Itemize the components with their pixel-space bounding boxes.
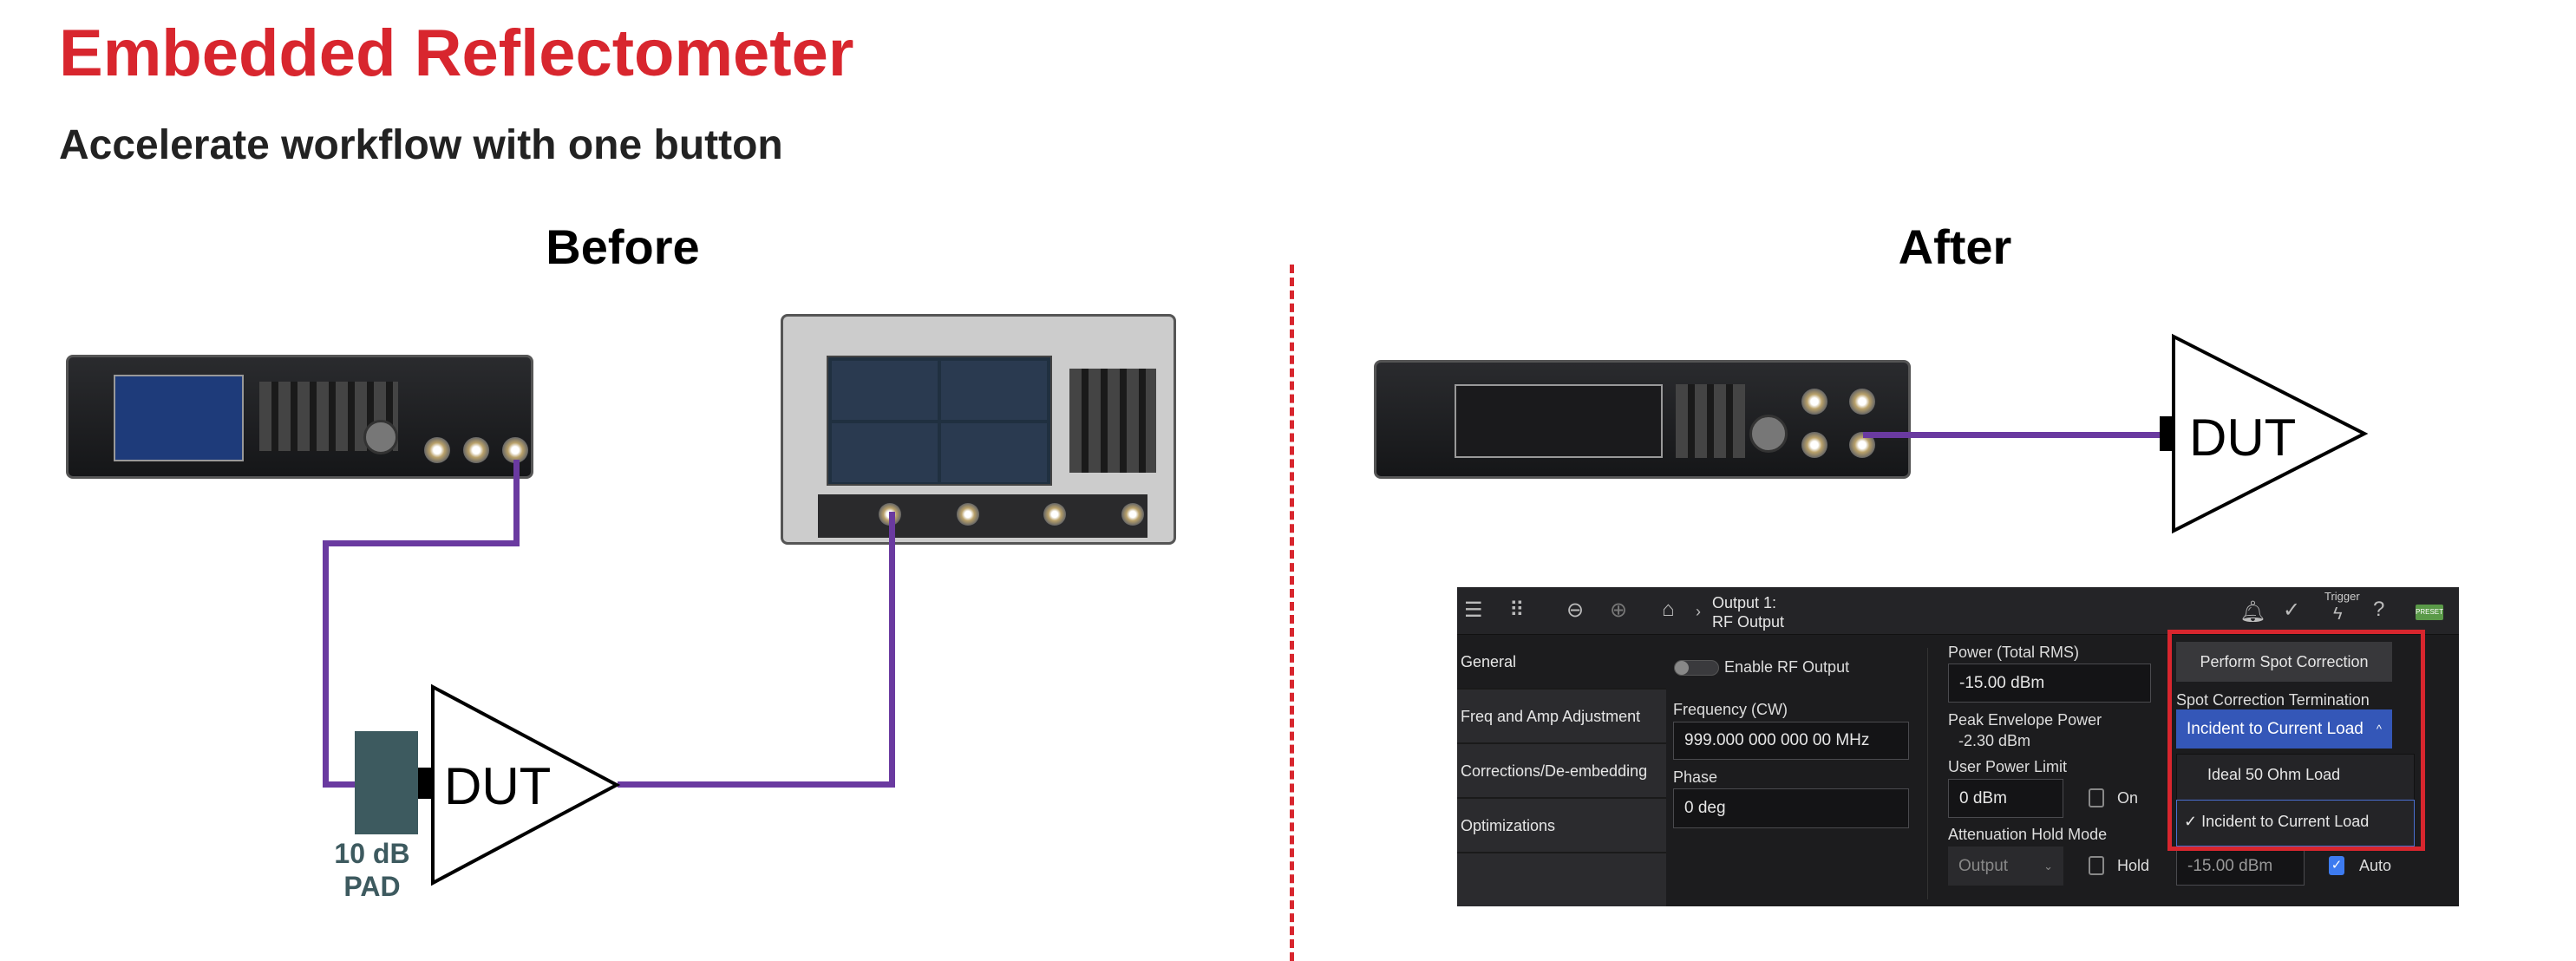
perform-spot-correction-button[interactable]: Perform Spot Correction bbox=[2176, 642, 2392, 682]
highlight-box bbox=[2167, 630, 2425, 851]
apps-grid-icon[interactable]: ⠿ bbox=[1509, 598, 1525, 622]
bell-icon[interactable]: 🔔︎ bbox=[2239, 600, 2266, 624]
option-ideal-50-ohm[interactable]: Ideal 50 Ohm Load bbox=[2207, 766, 2341, 783]
dut-amplifier-before bbox=[431, 683, 621, 886]
cable bbox=[618, 781, 895, 788]
dut-label: DUT bbox=[2189, 409, 2297, 467]
user-power-limit-label: User Power Limit bbox=[1948, 758, 2068, 775]
signal-generator-image bbox=[66, 355, 533, 479]
frequency-input[interactable]: 999.000 000 000 00 MHz bbox=[1673, 722, 1909, 760]
cable bbox=[1863, 432, 2163, 438]
check-icon: ✓ bbox=[2184, 813, 2198, 830]
cable bbox=[323, 781, 357, 788]
menu-icon[interactable]: ☰ bbox=[1464, 598, 1483, 622]
network-analyzer-image bbox=[781, 314, 1176, 545]
cable bbox=[323, 540, 329, 788]
phase-label: Phase bbox=[1673, 768, 1718, 786]
home-icon[interactable]: ⌂ bbox=[1662, 598, 1675, 621]
breadcrumb-title-line2: RF Output bbox=[1712, 613, 1785, 631]
trigger-icon[interactable]: ϟ bbox=[2333, 605, 2343, 624]
peak-envelope-value: -2.30 dBm bbox=[1958, 732, 2031, 749]
divider bbox=[1290, 265, 1294, 961]
cable bbox=[513, 460, 520, 546]
attenuation-hold-label: Attenuation Hold Mode bbox=[1948, 826, 2108, 843]
connector bbox=[418, 768, 434, 799]
page-title: Embedded Reflectometer bbox=[59, 16, 854, 90]
subtitle: Accelerate workflow with one button bbox=[59, 122, 783, 168]
frequency-label: Frequency (CW) bbox=[1673, 701, 1788, 718]
hold-label: Hold bbox=[2117, 857, 2150, 874]
attenuation-value-input[interactable]: -15.00 dBm bbox=[2176, 847, 2305, 886]
termination-label: Spot Correction Termination bbox=[2176, 691, 2370, 709]
user-power-limit-input[interactable]: 0 dBm bbox=[1948, 779, 2063, 818]
trigger-label: Trigger bbox=[2324, 590, 2360, 603]
sidebar-item-corrections[interactable]: Corrections/De-embedding bbox=[1457, 745, 1666, 799]
enable-rf-label: Enable RF Output bbox=[1724, 658, 1850, 676]
upl-on-label: On bbox=[2117, 789, 2139, 807]
cable bbox=[889, 512, 895, 788]
peak-envelope-label: Peak Envelope Power bbox=[1948, 711, 2102, 729]
breadcrumb-separator: › bbox=[1696, 603, 1701, 620]
chevron-down-icon: ⌄ bbox=[2043, 859, 2053, 873]
embedded-reflectometer-instrument-image bbox=[1374, 360, 1911, 479]
attenuation-mode-select[interactable]: Output ⌄ bbox=[1948, 847, 2063, 886]
attenuation-mode-value: Output bbox=[1958, 856, 2009, 875]
upl-on-checkbox[interactable] bbox=[2089, 788, 2104, 807]
forward-icon[interactable]: ⊕ bbox=[1610, 598, 1628, 622]
termination-selected-value: Incident to Current Load bbox=[2187, 719, 2364, 738]
before-heading: Before bbox=[546, 219, 700, 274]
after-heading: After bbox=[1898, 219, 2012, 274]
hold-checkbox[interactable] bbox=[2089, 856, 2104, 875]
pad-label-line1: 10 dB bbox=[334, 838, 410, 869]
power-label: Power (Total RMS) bbox=[1948, 644, 2080, 661]
preset-button[interactable]: PRESET bbox=[2416, 605, 2443, 620]
termination-select[interactable]: Incident to Current Load ^ bbox=[2176, 709, 2392, 749]
auto-label: Auto bbox=[2359, 857, 2392, 874]
spot-correction-panel: ☰ ⠿ ⊖ ⊕ ⌂ › Output 1: RF Output 🔔︎ ✓ Tri… bbox=[1457, 587, 2459, 906]
help-icon[interactable]: ? bbox=[2373, 598, 2385, 621]
phase-input[interactable]: 0 deg bbox=[1673, 788, 1909, 828]
attenuator-pad bbox=[355, 731, 418, 834]
status-check-icon[interactable]: ✓ bbox=[2283, 598, 2301, 622]
dut-label: DUT bbox=[444, 757, 552, 815]
enable-rf-toggle[interactable] bbox=[1674, 660, 1719, 676]
cable bbox=[323, 540, 520, 546]
breadcrumb-title-line1: Output 1: bbox=[1712, 594, 1777, 611]
option-label: Incident to Current Load bbox=[2201, 813, 2370, 830]
sidebar-item-general[interactable]: General bbox=[1457, 636, 1666, 690]
sidebar-item-freq-amp[interactable]: Freq and Amp Adjustment bbox=[1457, 690, 1666, 744]
column-divider bbox=[1927, 648, 1928, 899]
dut-amplifier-after bbox=[2172, 333, 2369, 534]
header-bar bbox=[1457, 587, 2459, 635]
power-input[interactable]: -15.00 dBm bbox=[1948, 664, 2151, 703]
chevron-up-icon: ^ bbox=[2376, 722, 2382, 735]
pad-label-line2: PAD bbox=[343, 871, 401, 902]
back-icon[interactable]: ⊖ bbox=[1566, 598, 1585, 622]
connector bbox=[2160, 416, 2174, 451]
sidebar-item-optimizations[interactable]: Optimizations bbox=[1457, 800, 1666, 853]
auto-checkbox[interactable]: ✓ bbox=[2329, 856, 2344, 875]
option-incident-current-load[interactable]: ✓ Incident to Current Load bbox=[2176, 800, 2415, 847]
